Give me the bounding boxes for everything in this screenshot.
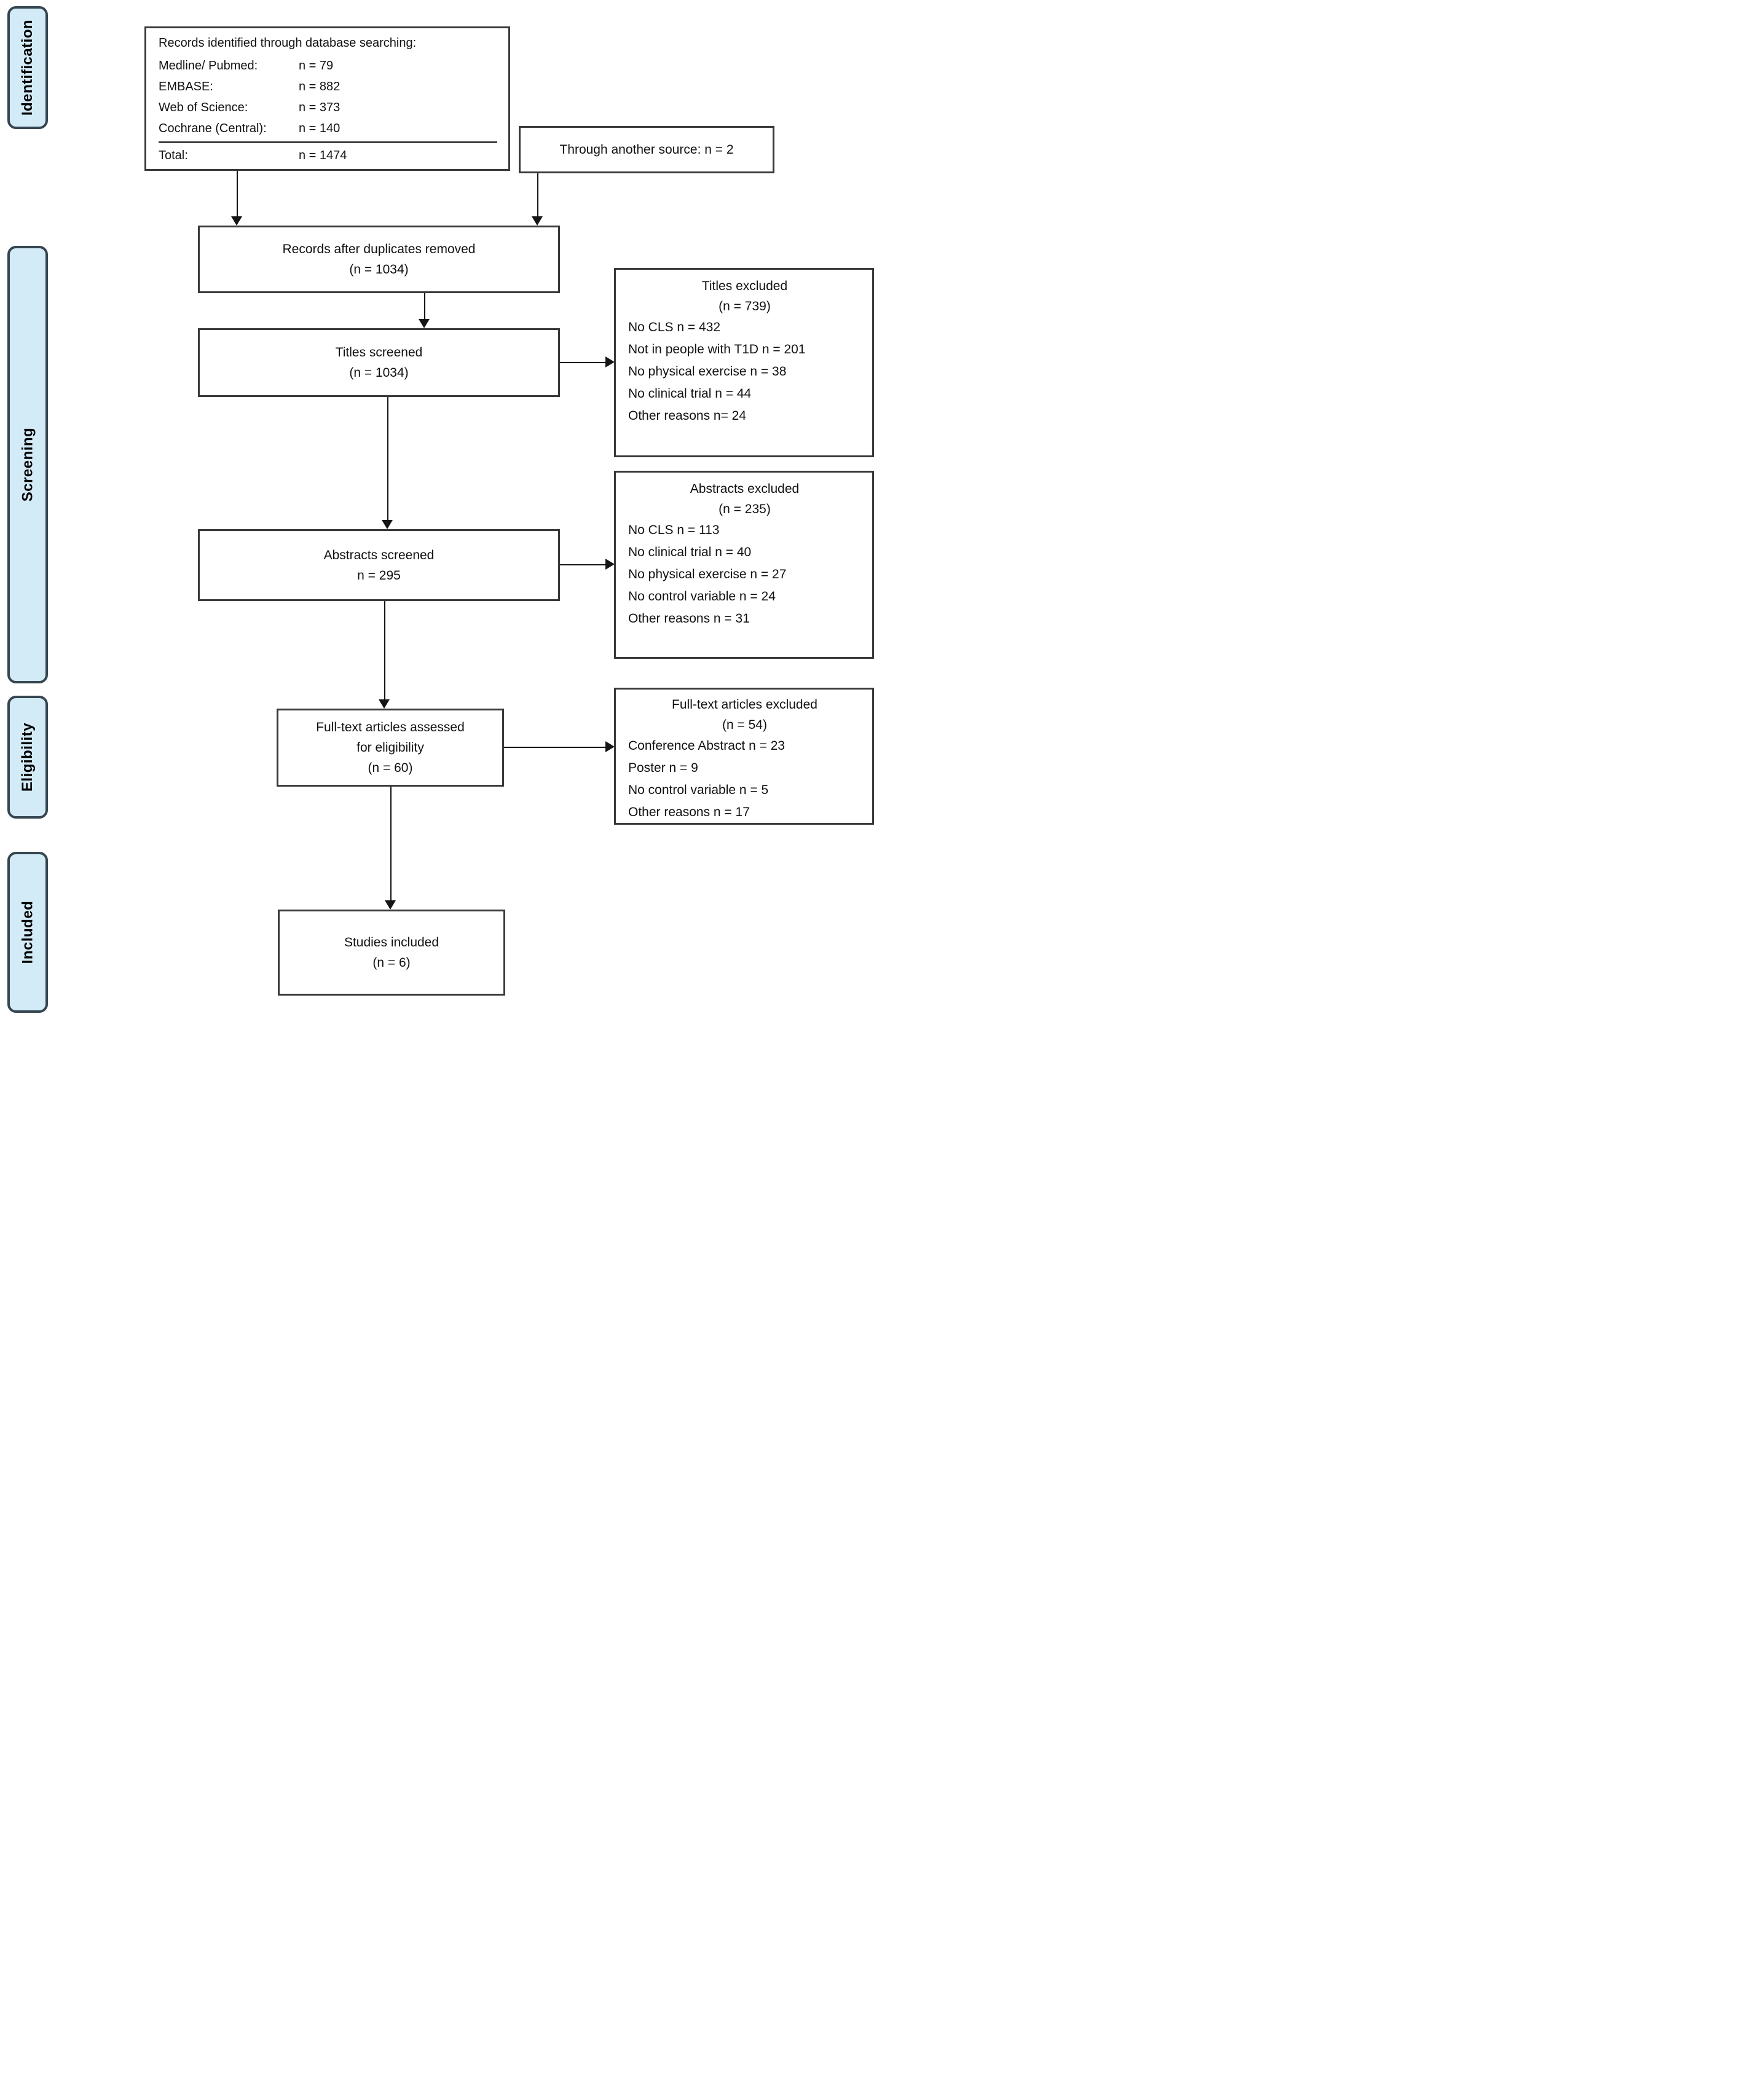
stage-label-identification: Identification xyxy=(7,6,48,129)
abstracts-excluded-title: Abstracts excluded xyxy=(690,482,800,496)
arrow-fulltext-to-included-head xyxy=(385,900,396,910)
exclusion-reason: No clinical trial n = 40 xyxy=(628,545,752,559)
exclusion-reason: Not in people with T1D n = 201 xyxy=(628,342,806,356)
arrow-fulltext-to-included-line xyxy=(390,787,392,900)
box-abstracts-screened: Abstracts screened n = 295 xyxy=(198,529,560,601)
box-duplicates-removed: Records after duplicates removed (n = 10… xyxy=(198,226,560,293)
box-records-identified: Records identified through database sear… xyxy=(144,26,510,171)
stage-label-screening-text: Screening xyxy=(19,427,36,502)
stage-label-included-text: Included xyxy=(19,900,36,964)
exclusion-reason: Other reasons n = 17 xyxy=(628,805,750,819)
total-label: Total: xyxy=(159,149,188,162)
arrow-titles-to-abstracts-head xyxy=(382,520,393,529)
arrow-abstracts-to-fulltext-line xyxy=(384,601,385,699)
exclusion-reason: No physical exercise n = 38 xyxy=(628,364,787,379)
exclusion-reason: No physical exercise n = 27 xyxy=(628,567,787,581)
stage-label-screening: Screening xyxy=(7,246,48,683)
arrow-abstracts-to-excluded-line xyxy=(560,564,605,565)
fulltext-excluded-title: Full-text articles excluded xyxy=(672,698,817,712)
titles-screened-line1: Titles screened xyxy=(335,345,423,360)
titles-excluded-title: Titles excluded xyxy=(701,279,788,293)
stage-label-eligibility: Eligibility xyxy=(7,696,48,819)
box-studies-included: Studies included (n = 6) xyxy=(278,910,505,996)
exclusion-reason: No clinical trial n = 44 xyxy=(628,387,752,401)
fulltext-assessed-line3: (n = 60) xyxy=(368,761,413,775)
source-label: Cochrane (Central): xyxy=(159,122,267,135)
studies-included-line1: Studies included xyxy=(344,935,439,950)
records-identified-row: EMBASE: n = 882 xyxy=(159,76,497,97)
abstracts-screened-line2: n = 295 xyxy=(357,568,401,583)
titles-screened-line2: (n = 1034) xyxy=(349,366,409,380)
records-identified-row: Cochrane (Central): n = 140 xyxy=(159,118,497,139)
arrow-fulltext-to-excluded-head xyxy=(605,741,615,752)
exclusion-reason: No control variable n = 24 xyxy=(628,589,776,604)
exclusion-reason: Poster n = 9 xyxy=(628,761,698,775)
exclusion-reason: No control variable n = 5 xyxy=(628,783,769,797)
arrow-titles-to-excluded-line xyxy=(560,362,605,363)
exclusion-reason: Conference Abstract n = 23 xyxy=(628,739,786,753)
exclusion-reason: No CLS n = 432 xyxy=(628,320,721,334)
box-fulltext-excluded: Full-text articles excluded (n = 54) Con… xyxy=(614,688,874,825)
arrow-duplicates-to-titles-head xyxy=(419,319,430,328)
prisma-flow-diagram: Identification Screening Eligibility Inc… xyxy=(0,0,882,1038)
abstracts-excluded-count: (n = 235) xyxy=(719,502,771,516)
total-count: n = 1474 xyxy=(299,149,347,162)
exclusion-reason: Other reasons n= 24 xyxy=(628,409,747,423)
stage-label-identification-text: Identification xyxy=(19,19,36,116)
duplicates-removed-line2: (n = 1034) xyxy=(349,262,409,277)
source-label: Web of Science: xyxy=(159,101,248,114)
arrow-identified-to-duplicates-line xyxy=(237,171,238,216)
source-label: EMBASE: xyxy=(159,80,213,93)
arrow-abstracts-to-fulltext-head xyxy=(379,699,390,709)
total-separator-line xyxy=(159,141,497,143)
records-identified-total-row: Total: n = 1474 xyxy=(159,145,497,166)
exclusion-reason: Other reasons n = 31 xyxy=(628,611,750,626)
arrow-titles-to-excluded-head xyxy=(605,356,615,368)
source-count: n = 882 xyxy=(299,80,341,93)
source-label: Medline/ Pubmed: xyxy=(159,59,258,73)
box-fulltext-assessed: Full-text articles assessed for eligibil… xyxy=(277,709,504,787)
abstracts-screened-line1: Abstracts screened xyxy=(323,548,435,562)
fulltext-excluded-count: (n = 54) xyxy=(722,718,767,732)
box-abstracts-excluded: Abstracts excluded (n = 235) No CLS n = … xyxy=(614,471,874,659)
arrow-identified-to-duplicates-head xyxy=(231,216,242,226)
records-identified-row: Medline/ Pubmed: n = 79 xyxy=(159,55,497,76)
other-source-text: Through another source: n = 2 xyxy=(559,143,734,157)
exclusion-reason: No CLS n = 113 xyxy=(628,523,720,537)
arrow-duplicates-to-titles-line xyxy=(424,293,425,319)
arrow-othersource-to-duplicates-head xyxy=(532,216,543,226)
box-other-source: Through another source: n = 2 xyxy=(519,126,774,173)
source-count: n = 140 xyxy=(299,122,341,135)
box-titles-excluded: Titles excluded (n = 739) No CLS n = 432… xyxy=(614,268,874,457)
arrow-fulltext-to-excluded-line xyxy=(504,747,605,748)
titles-excluded-count: (n = 739) xyxy=(719,299,771,313)
source-count: n = 373 xyxy=(299,101,341,114)
arrow-titles-to-abstracts-line xyxy=(387,397,388,520)
records-identified-row: Web of Science: n = 373 xyxy=(159,97,497,118)
stage-label-included: Included xyxy=(7,852,48,1013)
arrow-abstracts-to-excluded-head xyxy=(605,559,615,570)
fulltext-assessed-line1: Full-text articles assessed xyxy=(316,720,465,734)
fulltext-assessed-line2: for eligibility xyxy=(356,741,424,755)
records-identified-title: Records identified through database sear… xyxy=(159,36,417,50)
box-titles-screened: Titles screened (n = 1034) xyxy=(198,328,560,397)
stage-label-eligibility-text: Eligibility xyxy=(19,722,36,792)
duplicates-removed-line1: Records after duplicates removed xyxy=(282,242,476,256)
studies-included-line2: (n = 6) xyxy=(372,956,411,970)
source-count: n = 79 xyxy=(299,59,334,73)
arrow-othersource-to-duplicates-line xyxy=(537,173,538,216)
